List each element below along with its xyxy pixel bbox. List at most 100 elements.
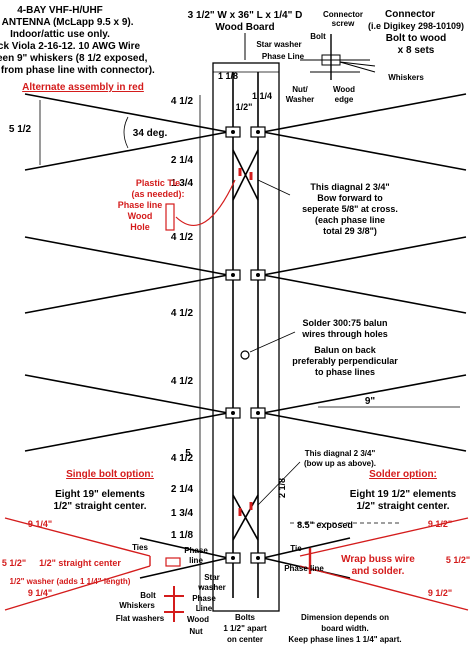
svg-text:Phase: Phase (192, 594, 216, 603)
single-bolt-option: Single bolt option: Eight 19" elements 1… (2, 469, 226, 636)
connector-title-4: x 8 sets (398, 45, 435, 56)
connector-star-washer: Star washer (256, 40, 301, 49)
diagonal-low-1: This diagnal 2 3/4" (305, 449, 376, 458)
svg-text:Single bolt option:: Single bolt option: (66, 469, 154, 480)
diagonal-low-2: (bow up as above). (304, 459, 376, 468)
solder-balun-2: wires through holes (301, 329, 388, 339)
dimension-note-3: Keep phase lines 1 1/4" apart. (288, 635, 401, 644)
solder-option: Solder option: Eight 19 1/2" elements 1/… (284, 469, 470, 611)
svg-text:Phase line: Phase line (118, 200, 163, 210)
connector-screws (231, 130, 260, 560)
connector-screw-line-2: screw (332, 19, 355, 28)
svg-text:seperate 5/8" at cross.: seperate 5/8" at cross. (302, 204, 398, 214)
dim-bot-1-1-8: 1 1/8 (171, 530, 194, 541)
svg-text:Bow forward to: Bow forward to (317, 193, 383, 203)
connector-title-2: (i.e Digikey 298-10109) (368, 21, 464, 31)
title-line-5: Sixteen 9" whiskers (8 1/2 exposed, (0, 53, 148, 64)
svg-text:Tie: Tie (290, 544, 302, 553)
bolts-line-3: on center (227, 635, 263, 644)
connector-phase-line: Phase Line (262, 52, 305, 61)
wood-board (212, 62, 280, 612)
connector-nut-2: Washer (286, 95, 315, 104)
svg-text:Phase line: Phase line (284, 564, 324, 573)
svg-text:Whiskers: Whiskers (119, 601, 155, 610)
svg-text:1/2" washer (adds 1 1/4" lengt: 1/2" washer (adds 1 1/4" length) (10, 577, 131, 586)
title-line-4: Rick Viola 2-16-12. 10 AWG Wire (0, 41, 141, 52)
balun-back-3: to phase lines (315, 367, 375, 377)
svg-text:5 1/2": 5 1/2" (446, 555, 470, 565)
svg-text:Bolt: Bolt (140, 591, 156, 600)
dim-bay-mid3: 4 1/2 (171, 376, 194, 387)
svg-text:washer: washer (197, 583, 226, 592)
svg-text:Wood: Wood (187, 615, 209, 624)
svg-text:9 1/2": 9 1/2" (428, 588, 452, 598)
svg-text:Star: Star (204, 573, 220, 582)
connector-title-3: Bolt to wood (386, 33, 447, 44)
svg-text:(as needed):: (as needed): (131, 189, 184, 199)
svg-text:1/2" straight center: 1/2" straight center (39, 558, 121, 568)
angle-arc (123, 116, 129, 149)
dim-center-5: 5 (185, 448, 191, 459)
svg-text:8.5" exposed: 8.5" exposed (297, 520, 353, 530)
dim-top-1-1-8: 1 1/8 (218, 71, 238, 81)
diagonal-top-note: This diagnal 2 3/4" Bow forward to seper… (257, 179, 398, 236)
svg-text:This diagnal 2 3/4": This diagnal 2 3/4" (310, 182, 389, 192)
dim-half-inch: 1/2" (236, 102, 253, 112)
title-line-2: TV ANTENNA (McLapp 9.5 x 9). (0, 17, 134, 28)
balun-back-2: preferably perpendicular (292, 356, 398, 366)
header-title: 4-BAY VHF-H/UHF TV ANTENNA (McLapp 9.5 x… (0, 5, 155, 76)
svg-text:total 29 3/8"): total 29 3/8") (323, 226, 377, 236)
dim-low-1-3-4: 1 3/4 (171, 508, 194, 519)
svg-text:Wood: Wood (128, 211, 153, 221)
title-line-1: 4-BAY VHF-H/UHF (17, 5, 103, 16)
dimension-note-1: Dimension depends on (301, 613, 389, 622)
dim-bay-left: 4 1/2 (171, 96, 194, 107)
svg-text:Nut: Nut (189, 627, 203, 636)
dim-gap-2-1-4: 2 1/4 (171, 155, 194, 166)
dim-low-2-1-4: 2 1/4 (171, 484, 194, 495)
bay-1 (24, 93, 467, 171)
svg-text:(each phase line: (each phase line (315, 215, 385, 225)
crossover-top (232, 149, 259, 201)
svg-text:5 1/2": 5 1/2" (2, 558, 26, 568)
connector-wood-edge-2: edge (335, 95, 354, 104)
svg-text:Wrap buss wire: Wrap buss wire (341, 554, 415, 565)
dim-bay-mid1: 4 1/2 (171, 232, 194, 243)
tie-bolt-icon (165, 557, 181, 567)
dimension-note-2: board width. (321, 624, 369, 633)
bay-2 (24, 236, 467, 314)
alternate-note: Alternate assembly in red (22, 82, 144, 93)
dim-low-2-1-8: 2 1/8 (277, 478, 287, 498)
connector-bolt: Bolt (310, 32, 326, 41)
connector-nut-1: Nut/ (292, 85, 308, 94)
dim-whisker-5-1-2: 5 1/2 (9, 124, 32, 135)
bolts-line-2: 1 1/2" apart (223, 624, 267, 633)
svg-text:Phase: Phase (184, 546, 208, 555)
board-label-line-1: 3 1/2" W x 36" L x 1/4" D (188, 10, 303, 21)
connector-detail: Connector screw Bolt Star washer Phase L… (256, 9, 464, 104)
board-label-line-2: Wood Board (215, 22, 274, 33)
title-line-6: 9 1/2" from phase line with connector). (0, 65, 155, 76)
balun-point (240, 350, 250, 360)
svg-text:Line: Line (196, 604, 213, 613)
svg-text:Plastic Tie: Plastic Tie (136, 178, 180, 188)
crossover-bottom (232, 494, 259, 541)
balun-leader (249, 331, 296, 353)
svg-text:1/2" straight center.: 1/2" straight center. (53, 501, 146, 512)
bolts-line-1: Bolts (235, 613, 256, 622)
svg-text:and solder.: and solder. (352, 566, 405, 577)
svg-text:Eight 19 1/2" elements: Eight 19 1/2" elements (350, 489, 457, 500)
dim-width-9: 9" (365, 396, 376, 407)
solder-balun-1: Solder 300:75 balun (302, 318, 387, 328)
svg-text:Flat washers: Flat washers (116, 614, 165, 623)
dim-gap-1-3-4: 1 3/4 (171, 178, 194, 189)
title-line-3: Indoor/attic use only. (10, 29, 110, 40)
dim-bay-low: 4 1/2 (171, 453, 194, 464)
plastic-tie-note: Plastic Tie (as needed): Phase line Wood… (118, 178, 236, 232)
svg-text:Hole: Hole (130, 222, 150, 232)
svg-text:line: line (189, 556, 203, 565)
svg-text:1/2" straight center.: 1/2" straight center. (356, 501, 449, 512)
balun-back-1: Balun on back (314, 345, 377, 355)
dim-angle: 34 deg. (133, 128, 168, 139)
